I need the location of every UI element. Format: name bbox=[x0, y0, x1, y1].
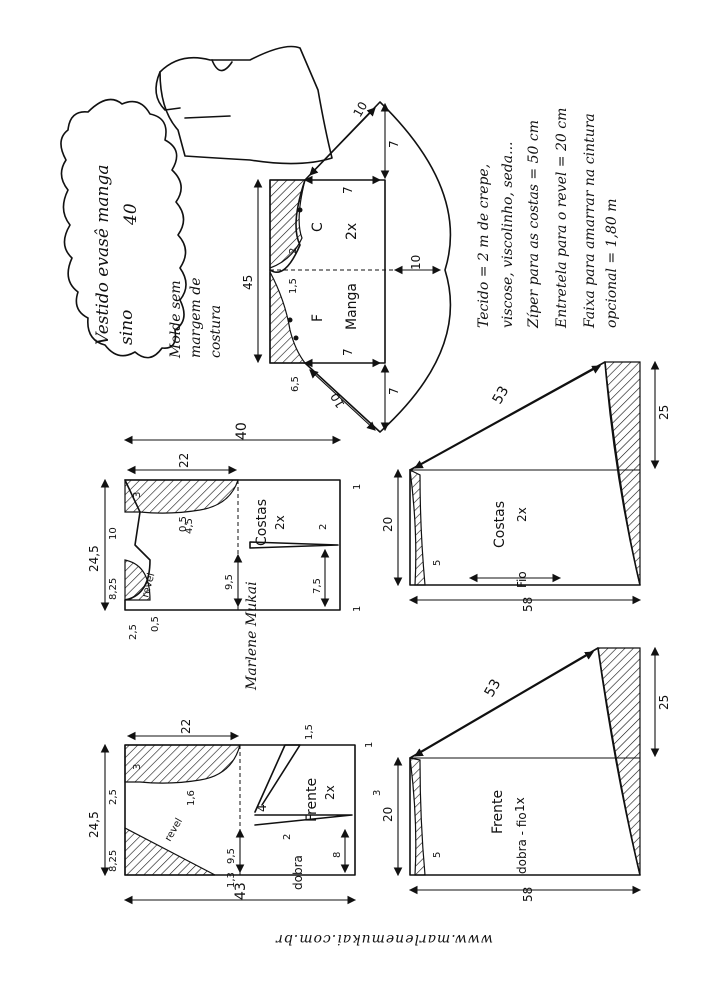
front-bodice-dim-22: 22 bbox=[179, 719, 193, 734]
front-bodice-dim-8: 8 bbox=[332, 852, 343, 858]
front-bodice-dim-1-3: 1,3 bbox=[226, 872, 237, 888]
sleeve-dim-2: 2 bbox=[288, 248, 299, 254]
title-line-2: sino bbox=[117, 310, 137, 345]
back-bodice-dim-2: 2 bbox=[318, 524, 329, 530]
sleeve-dim-10-top: 10 bbox=[350, 99, 370, 119]
back-bodice-dim-1-top: 1 bbox=[352, 484, 363, 490]
sleeve-dim-7-right-bottom: 7 bbox=[387, 387, 401, 395]
website-text: www.marlenemukai.com.br bbox=[275, 931, 493, 947]
website-url: www.marlenemukai.com.br bbox=[275, 931, 493, 947]
front-bodice-dim-1-6: 1,6 bbox=[186, 790, 197, 806]
note-line-1: Molde sem bbox=[168, 280, 184, 359]
seam-allowance-note: Molde sem margem de costura bbox=[168, 277, 224, 359]
front-bodice-dim-43: 43 bbox=[233, 882, 249, 900]
signature-text: Marlene Mukai bbox=[244, 581, 260, 691]
back-skirt-dim-53: 53 bbox=[490, 384, 513, 407]
back-skirt-fio: Fio bbox=[515, 571, 529, 588]
back-bodice-dim-40: 40 bbox=[234, 422, 250, 440]
materials-line-2: viscose, viscolinho, seda... bbox=[500, 142, 516, 329]
front-bodice-revel: revel bbox=[163, 816, 185, 843]
front-skirt-dim-20: 20 bbox=[381, 807, 395, 822]
front-bodice-dim-4: 4 bbox=[255, 804, 269, 812]
title-line-1: Vestido evasê manga bbox=[93, 164, 113, 345]
sleeve-label-2x: 2x bbox=[344, 223, 360, 240]
front-bodice-pattern: 43 22 24,5 8,25 2,5 3 3 1,6 1,5 4 2 9,5 … bbox=[87, 719, 383, 905]
back-bodice-dim-0-5-right: 0,5 bbox=[178, 516, 189, 532]
sleeve-dim-7-right-top: 7 bbox=[387, 140, 401, 148]
title-size: 40 bbox=[121, 203, 141, 226]
back-skirt-dim-5: 5 bbox=[432, 560, 443, 566]
back-bodice-dim-2-5: 2,5 bbox=[128, 624, 139, 640]
front-skirt-dim-5: 5 bbox=[432, 852, 443, 858]
back-skirt-dim-20: 20 bbox=[381, 517, 395, 532]
back-bodice-dim-8-25: 8,25 bbox=[108, 578, 119, 600]
materials-line-1: Tecido = 2 m de crepe, bbox=[476, 164, 492, 328]
back-bodice-dim-7-5: 7,5 bbox=[312, 578, 323, 594]
note-line-2: margem de bbox=[188, 277, 204, 358]
dress-sketch bbox=[155, 45, 333, 165]
front-bodice-dim-2: 2 bbox=[282, 834, 293, 840]
front-bodice-dobra: dobra bbox=[291, 855, 305, 890]
front-skirt-dim-58: 58 bbox=[521, 887, 535, 902]
sleeve-dim-10-bottom: 10 bbox=[328, 390, 348, 410]
front-bodice-dim-1-5: 1,5 bbox=[304, 724, 315, 740]
sleeve-label-f: F bbox=[310, 314, 326, 322]
back-bodice-label-name: Costas bbox=[254, 499, 270, 546]
back-bodice-dim-1-bottom: 1 bbox=[352, 606, 363, 612]
signature: Marlene Mukai bbox=[244, 581, 260, 691]
back-skirt-pattern: 53 25 20 58 5 Costas 2x Fio bbox=[381, 360, 671, 612]
sleeve-dim-1-5: 1,5 bbox=[288, 278, 299, 294]
front-bodice-dim-2-5: 2,5 bbox=[108, 789, 119, 805]
back-bodice-dim-10: 10 bbox=[108, 527, 119, 540]
front-bodice-dim-8-25: 8,25 bbox=[108, 850, 119, 872]
back-bodice-label-2x: 2x bbox=[273, 515, 287, 530]
sleeve-label-name: Manga bbox=[344, 283, 360, 330]
front-bodice-label-2x: 2x bbox=[323, 785, 337, 800]
front-skirt-label-1x: 1x bbox=[513, 797, 527, 812]
back-bodice-dim-22: 22 bbox=[177, 453, 191, 468]
materials-list: Tecido = 2 m de crepe, viscose, viscolin… bbox=[476, 108, 620, 329]
title-cloud: Vestido evasê manga sino 40 bbox=[60, 98, 187, 359]
back-bodice-dim-0-5-left: 0,5 bbox=[150, 616, 161, 632]
sleeve-pattern: C F 2x Manga 45 10 10 10 7 7 7 7 6,5 2 1… bbox=[241, 99, 452, 433]
back-bodice-dim-4-5: 4,5 bbox=[184, 518, 195, 534]
back-bodice-dim-3: 3 bbox=[132, 492, 143, 498]
front-bodice-dim-9-5: 9,5 bbox=[226, 848, 237, 864]
back-bodice-dim-9-5: 9,5 bbox=[224, 574, 235, 590]
front-bodice-dim-3-left: 3 bbox=[132, 764, 143, 770]
front-bodice-dim-1: 1 bbox=[364, 742, 375, 748]
front-skirt-dim-53: 53 bbox=[482, 677, 505, 700]
sleeve-dim-7-inner-bottom: 7 bbox=[341, 348, 355, 356]
back-skirt-label-2x: 2x bbox=[515, 507, 529, 522]
front-skirt-pattern: 53 25 20 58 5 Frente 1x dobra - fio bbox=[381, 646, 671, 902]
back-bodice-dim-24-5: 24,5 bbox=[87, 545, 101, 572]
materials-line-6: opcional = 1,80 m bbox=[604, 198, 620, 328]
sleeve-dim-6-5: 6,5 bbox=[290, 376, 301, 392]
front-skirt-fold-grain: dobra - fio bbox=[515, 812, 529, 874]
note-line-3: costura bbox=[208, 305, 224, 358]
back-skirt-dim-58: 58 bbox=[521, 597, 535, 612]
front-bodice-dim-3-right: 3 bbox=[372, 790, 383, 796]
front-skirt-label-name: Frente bbox=[490, 790, 506, 834]
sleeve-dim-7-inner-top: 7 bbox=[341, 186, 355, 194]
back-skirt-label-name: Costas bbox=[492, 501, 508, 548]
sleeve-dim-10-mid: 10 bbox=[409, 255, 423, 270]
sleeve-dim-45: 45 bbox=[241, 275, 255, 290]
materials-line-5: Faixa para amarrar na cintura bbox=[582, 113, 598, 329]
sleeve-label-c: C bbox=[310, 222, 326, 232]
front-skirt-dim-25: 25 bbox=[657, 695, 671, 710]
materials-line-4: Entretela para o revel = 20 cm bbox=[554, 108, 570, 329]
materials-line-3: Zíper para as costas = 50 cm bbox=[526, 120, 542, 329]
front-bodice-dim-24-5: 24,5 bbox=[87, 811, 101, 838]
back-bodice-pattern: 40 22 24,5 10 8,25 2,5 3 4,5 0,5 0,5 9,5… bbox=[87, 422, 363, 640]
front-bodice-label-name: Frente bbox=[304, 778, 320, 822]
back-skirt-dim-25: 25 bbox=[657, 405, 671, 420]
